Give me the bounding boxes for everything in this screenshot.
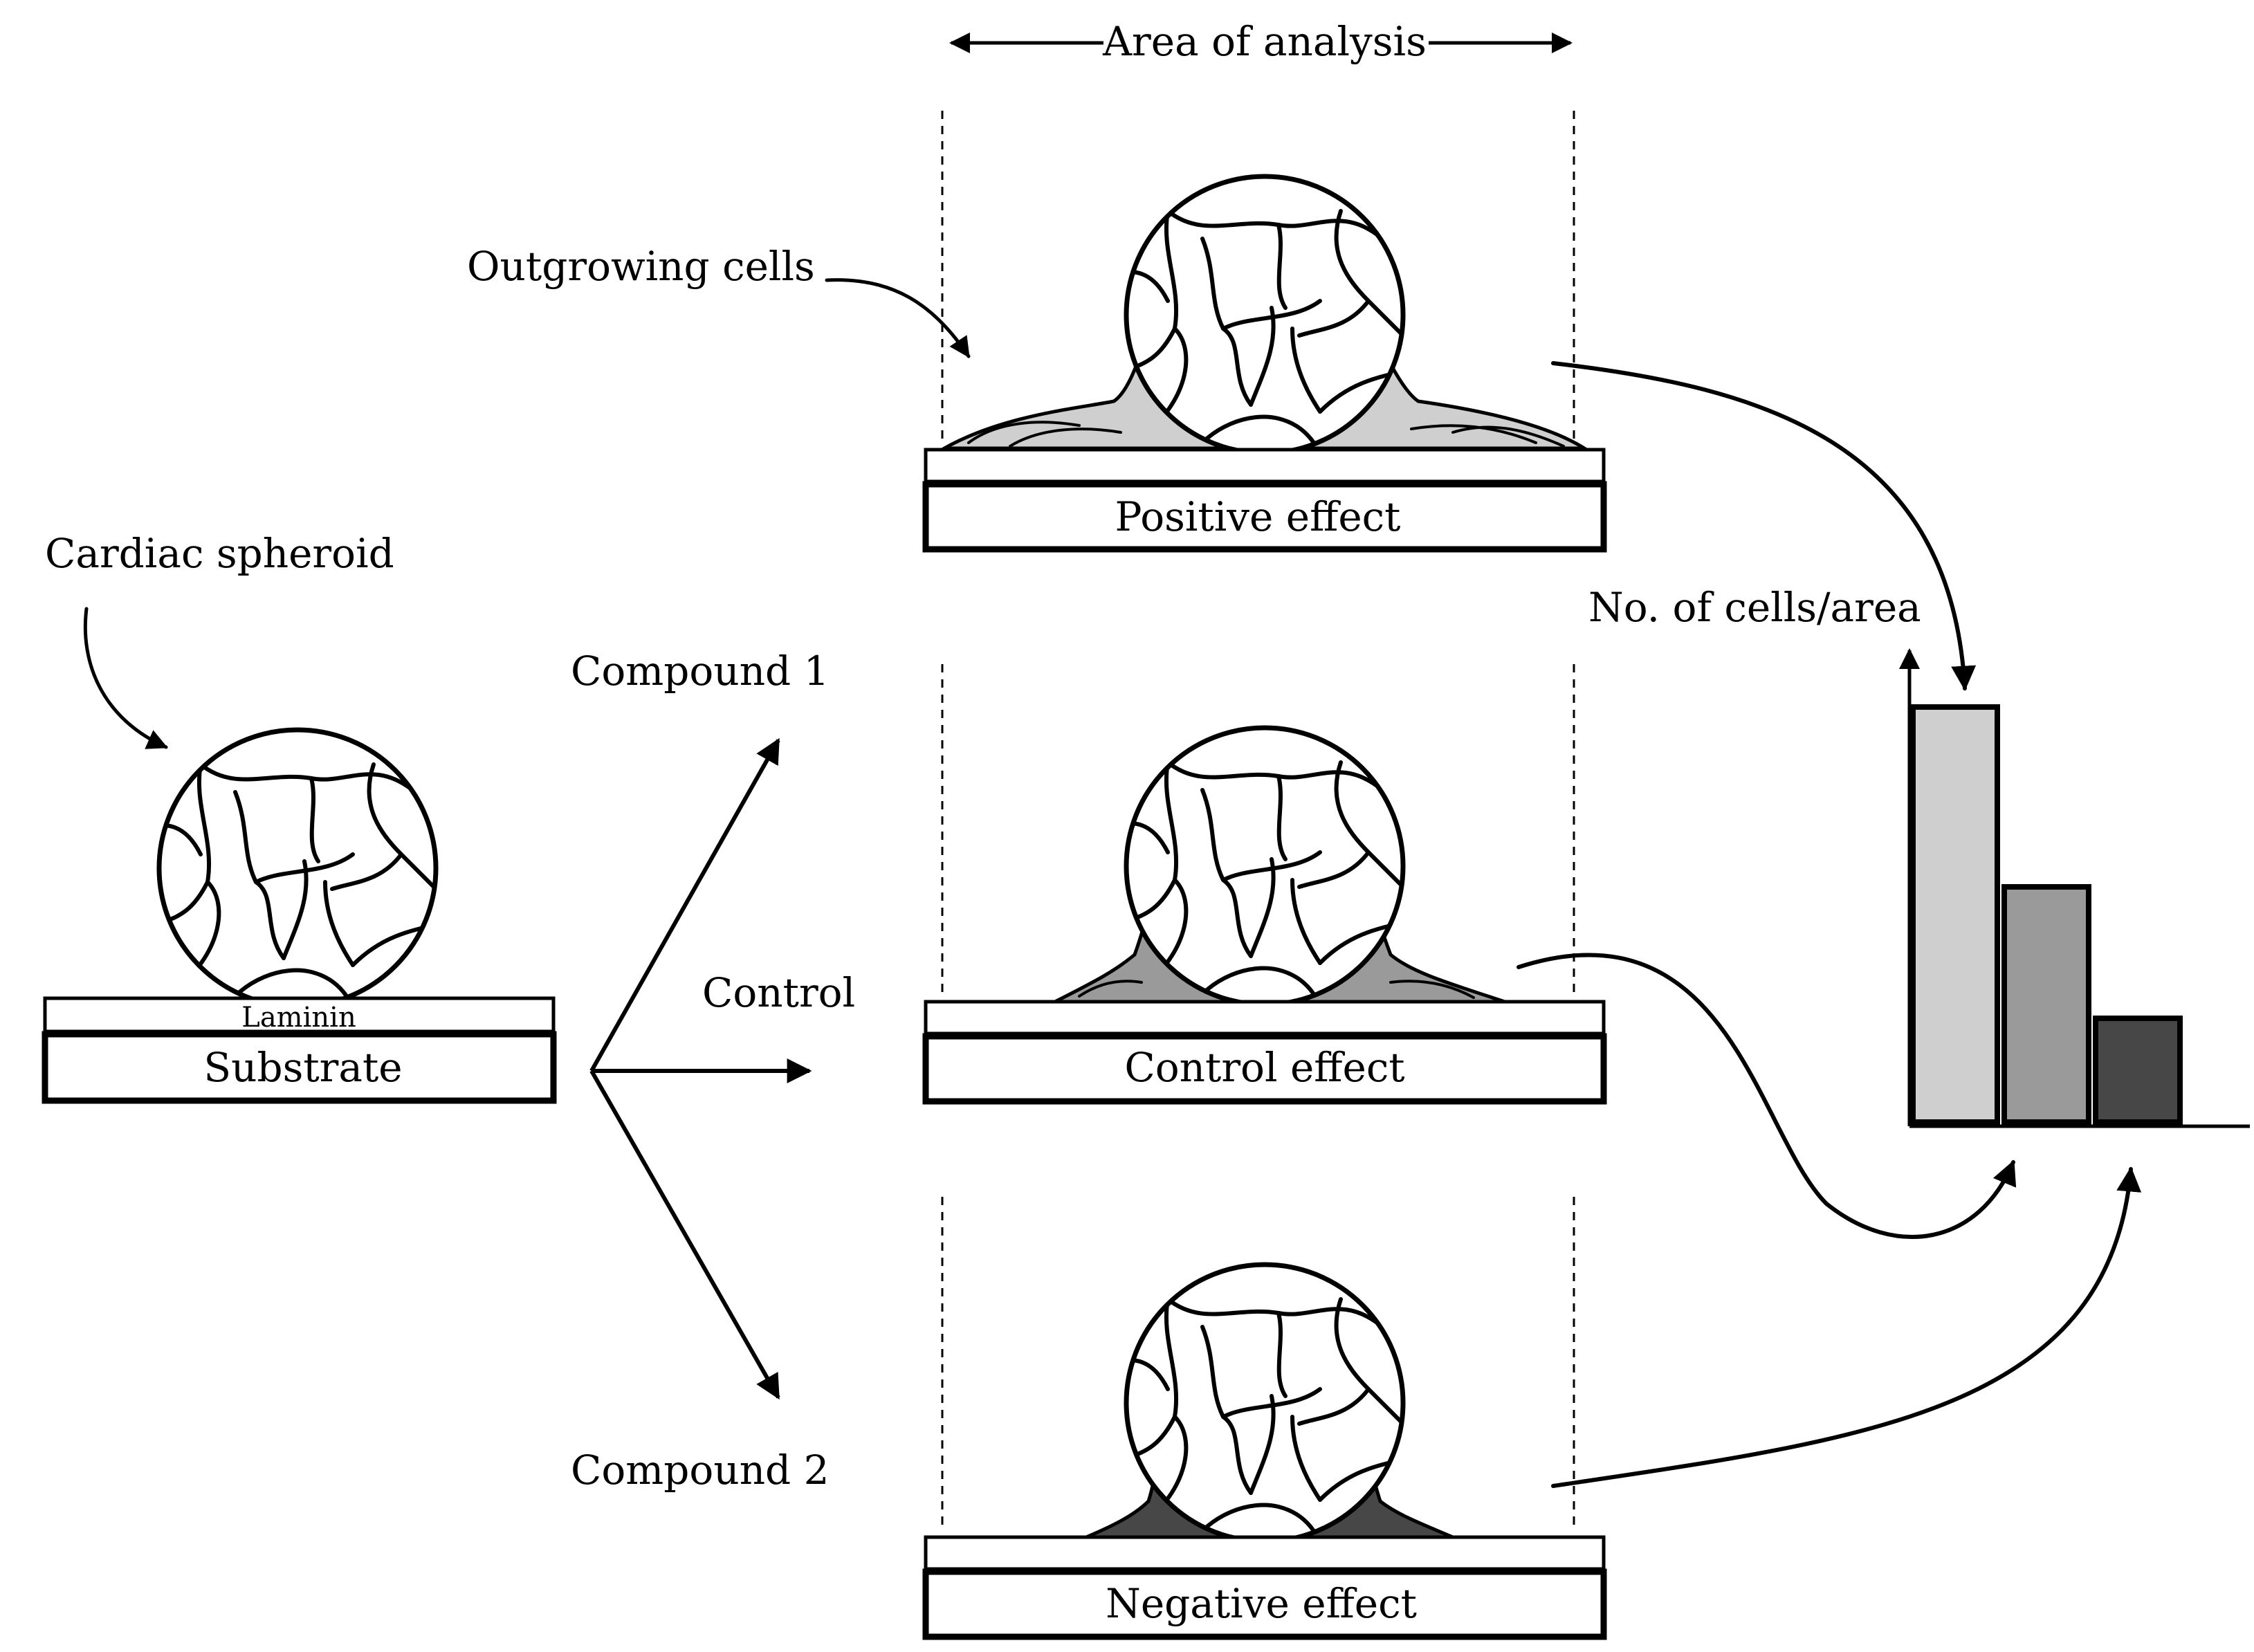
cardiac-spheroid bbox=[152, 730, 443, 1027]
substrate-block bbox=[42, 1031, 557, 1104]
bar-positive bbox=[1910, 704, 2000, 1125]
negative-substrate-block bbox=[922, 1568, 1607, 1640]
control-substrate-block bbox=[922, 1033, 1607, 1105]
control-laminin-layer bbox=[924, 1000, 1606, 1036]
positive-to-chart-arrow bbox=[1551, 361, 1977, 691]
negative-effect-panel: Negative effect bbox=[922, 1265, 1607, 1640]
compound-1-label: Compound 1 bbox=[571, 648, 830, 695]
positive-substrate-block bbox=[922, 481, 1607, 553]
negative-effect-label: Negative effect bbox=[1106, 1580, 1417, 1627]
analysis-boundaries bbox=[941, 111, 1575, 1529]
laminin-layer bbox=[43, 996, 556, 1034]
laminin-label: Laminin bbox=[241, 1002, 356, 1034]
area-of-analysis-label: Area of analysis bbox=[1102, 18, 1427, 65]
control-label: Control bbox=[702, 969, 855, 1016]
positive-effect-panel: Outgrowing cells Positive effect bbox=[467, 176, 1607, 553]
negative-laminin-layer bbox=[924, 1535, 1606, 1571]
cardiac-spheroid-label: Cardiac spheroid bbox=[45, 530, 394, 577]
outgrowing-cells-pointer bbox=[825, 278, 971, 358]
control-effect-panel: Control effect bbox=[922, 728, 1607, 1105]
area-of-analysis-indicator: Area of analysis bbox=[949, 18, 1573, 65]
result-arrows bbox=[1517, 361, 2142, 1488]
bar-control bbox=[2001, 884, 2091, 1125]
initial-setup: Cardiac spheroid Laminin Substrate bbox=[42, 530, 557, 1104]
control-to-chart-arrow bbox=[1517, 953, 2017, 1239]
cardiac-spheroid-pointer bbox=[83, 607, 168, 749]
substrate-label: Substrate bbox=[203, 1044, 402, 1091]
control-effect-label: Control effect bbox=[1124, 1044, 1404, 1091]
y-axis-label: No. of cells/area bbox=[1588, 584, 1921, 631]
compound-2-label: Compound 2 bbox=[571, 1447, 830, 1494]
treatment-branches: Compound 1 Control Compound 2 bbox=[571, 648, 855, 1494]
cells-per-area-chart: No. of cells/area bbox=[1588, 584, 2250, 1128]
outgrowing-cells-label: Outgrowing cells bbox=[467, 243, 815, 290]
positive-effect-label: Positive effect bbox=[1115, 493, 1401, 540]
negative-to-chart-arrow bbox=[1551, 1166, 2142, 1488]
positive-laminin-layer bbox=[924, 448, 1606, 484]
bar-negative bbox=[2093, 1016, 2183, 1125]
